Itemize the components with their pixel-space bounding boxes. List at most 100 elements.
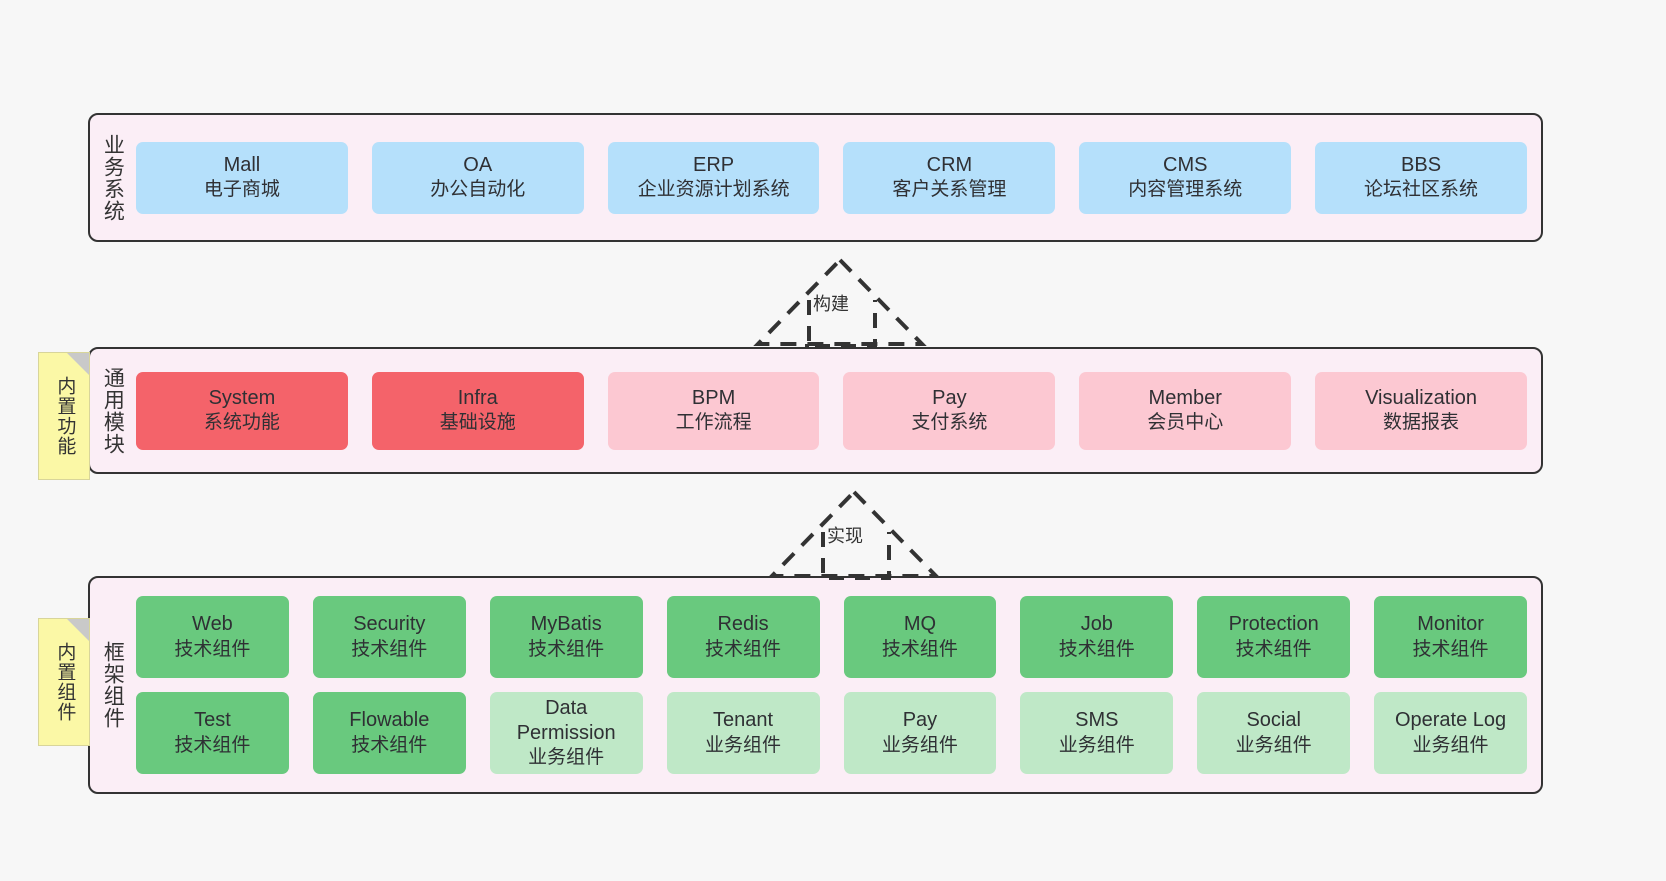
card-title: CMS bbox=[1163, 153, 1208, 176]
card-title: Visualization bbox=[1365, 386, 1478, 409]
card-title: Data Permission bbox=[516, 696, 616, 745]
card-subtitle: 企业资源计划系统 bbox=[637, 179, 790, 201]
card-subtitle: 基础设施 bbox=[439, 412, 516, 434]
card-infra[interactable]: Infra 基础设施 bbox=[371, 371, 584, 450]
card-title: OA bbox=[463, 153, 493, 176]
card-subtitle: 技术组件 bbox=[1058, 638, 1135, 660]
card-subtitle: 电子商城 bbox=[203, 179, 280, 201]
card-subtitle: 技术组件 bbox=[1412, 638, 1489, 660]
card-title: Job bbox=[1080, 613, 1113, 636]
card-visualization[interactable]: Visualization 数据报表 bbox=[1315, 371, 1527, 450]
card-crm[interactable]: CRM 客户关系管理 bbox=[843, 141, 1056, 214]
card-sms[interactable]: SMS 业务组件 bbox=[1020, 692, 1174, 774]
card-title: Protection bbox=[1228, 613, 1319, 636]
card-subtitle: 客户关系管理 bbox=[892, 179, 1007, 201]
card-security[interactable]: Security 技术组件 bbox=[312, 596, 466, 678]
card-title: ERP bbox=[693, 153, 735, 176]
card-mq[interactable]: MQ 技术组件 bbox=[843, 596, 997, 678]
card-cms[interactable]: CMS 内容管理系统 bbox=[1079, 141, 1292, 214]
card-bpm[interactable]: BPM 工作流程 bbox=[607, 371, 820, 450]
card-subtitle: 技术组件 bbox=[174, 734, 251, 756]
card-title: Security bbox=[353, 613, 426, 636]
card-web[interactable]: Web 技术组件 bbox=[136, 596, 289, 678]
layer-title-common-modules: 通用模块 bbox=[101, 366, 125, 455]
card-title: Operate Log bbox=[1394, 709, 1507, 732]
card-mall[interactable]: Mall 电子商城 bbox=[136, 141, 348, 214]
card-subtitle: 业务组件 bbox=[528, 747, 605, 769]
card-title: MyBatis bbox=[530, 613, 602, 636]
card-subtitle: 业务组件 bbox=[881, 734, 958, 756]
card-subtitle: 内容管理系统 bbox=[1128, 179, 1243, 201]
card-title: Test bbox=[194, 709, 231, 732]
card-subtitle: 业务组件 bbox=[705, 734, 782, 756]
card-subtitle: 技术组件 bbox=[351, 734, 428, 756]
card-erp[interactable]: ERP 企业资源计划系统 bbox=[607, 141, 820, 214]
card-pay-business[interactable]: Pay 业务组件 bbox=[843, 692, 997, 774]
card-bbs[interactable]: BBS 论坛社区系统 bbox=[1315, 141, 1527, 214]
build-arrow-label: 构建 bbox=[813, 294, 849, 314]
layer-body-business-systems: Mall 电子商城 OA 办公自动化 ERP 企业资源计划系统 CRM 客户关系… bbox=[134, 115, 1541, 240]
card-title: Web bbox=[192, 613, 233, 636]
note-builtin-functions: 内置功能 bbox=[38, 352, 90, 480]
card-member[interactable]: Member 会员中心 bbox=[1079, 371, 1292, 450]
card-row: Web 技术组件 Security 技术组件 MyBatis 技术组件 Redi… bbox=[136, 596, 1527, 678]
card-row: System 系统功能 Infra 基础设施 BPM 工作流程 Pay 支付系统… bbox=[136, 371, 1527, 450]
card-title: CRM bbox=[926, 153, 973, 176]
card-protection[interactable]: Protection 技术组件 bbox=[1197, 596, 1351, 678]
card-subtitle: 技术组件 bbox=[174, 638, 251, 660]
card-redis[interactable]: Redis 技术组件 bbox=[666, 596, 820, 678]
card-system[interactable]: System 系统功能 bbox=[136, 371, 348, 450]
layer-common-modules: 通用模块 System 系统功能 Infra 基础设施 BPM 工作流程 Pay… bbox=[88, 347, 1543, 474]
card-title: System bbox=[208, 386, 276, 409]
card-title: Redis bbox=[717, 613, 769, 636]
card-job[interactable]: Job 技术组件 bbox=[1020, 596, 1174, 678]
card-monitor[interactable]: Monitor 技术组件 bbox=[1374, 596, 1527, 678]
card-social[interactable]: Social 业务组件 bbox=[1197, 692, 1351, 774]
card-data-permission[interactable]: Data Permission 业务组件 bbox=[489, 692, 643, 774]
card-subtitle: 技术组件 bbox=[351, 638, 428, 660]
card-subtitle: 业务组件 bbox=[1412, 734, 1489, 756]
card-title: Social bbox=[1246, 709, 1301, 732]
implement-arrow-label: 实现 bbox=[827, 526, 863, 546]
card-subtitle: 技术组件 bbox=[705, 638, 782, 660]
layer-title-framework-components: 框架组件 bbox=[101, 641, 125, 729]
card-title: BPM bbox=[691, 386, 736, 409]
card-subtitle: 支付系统 bbox=[911, 412, 988, 434]
card-subtitle: 技术组件 bbox=[528, 638, 605, 660]
layer-framework-components: 框架组件 Web 技术组件 Security 技术组件 MyBatis 技术组件… bbox=[88, 576, 1543, 794]
card-subtitle: 技术组件 bbox=[1235, 638, 1312, 660]
layer-business-systems: 业务系统 Mall 电子商城 OA 办公自动化 ERP 企业资源计划系统 CRM… bbox=[88, 113, 1543, 242]
card-subtitle: 会员中心 bbox=[1147, 412, 1224, 434]
layer-body-common-modules: System 系统功能 Infra 基础设施 BPM 工作流程 Pay 支付系统… bbox=[134, 349, 1541, 472]
card-tenant[interactable]: Tenant 业务组件 bbox=[666, 692, 820, 774]
implement-arrow-icon bbox=[767, 489, 941, 578]
card-subtitle: 业务组件 bbox=[1235, 734, 1312, 756]
card-title: Flowable bbox=[349, 709, 430, 732]
build-arrow-stem-icon bbox=[807, 300, 877, 348]
card-title: Pay bbox=[932, 386, 967, 409]
card-subtitle: 论坛社区系统 bbox=[1364, 179, 1479, 201]
card-subtitle: 技术组件 bbox=[881, 638, 958, 660]
card-test[interactable]: Test 技术组件 bbox=[136, 692, 289, 774]
card-title: Infra bbox=[457, 386, 498, 409]
card-subtitle: 业务组件 bbox=[1058, 734, 1135, 756]
note-builtin-components: 内置组件 bbox=[38, 618, 90, 746]
card-row: Test 技术组件 Flowable 技术组件 Data Permission … bbox=[136, 692, 1527, 774]
card-oa[interactable]: OA 办公自动化 bbox=[371, 141, 584, 214]
card-operate-log[interactable]: Operate Log 业务组件 bbox=[1374, 692, 1527, 774]
card-subtitle: 工作流程 bbox=[675, 412, 752, 434]
card-title: MQ bbox=[903, 613, 937, 636]
card-flowable[interactable]: Flowable 技术组件 bbox=[312, 692, 466, 774]
layer-body-framework-components: Web 技术组件 Security 技术组件 MyBatis 技术组件 Redi… bbox=[134, 578, 1541, 792]
card-title: Monitor bbox=[1417, 613, 1484, 636]
card-subtitle: 系统功能 bbox=[203, 412, 280, 434]
card-pay[interactable]: Pay 支付系统 bbox=[843, 371, 1056, 450]
card-title: Tenant bbox=[713, 709, 774, 732]
card-title: Pay bbox=[902, 709, 938, 732]
card-row: Mall 电子商城 OA 办公自动化 ERP 企业资源计划系统 CRM 客户关系… bbox=[136, 141, 1527, 214]
card-title: SMS bbox=[1075, 709, 1119, 732]
implement-arrow-stem-icon bbox=[821, 532, 891, 580]
card-mybatis[interactable]: MyBatis 技术组件 bbox=[489, 596, 643, 678]
card-title: Member bbox=[1148, 386, 1222, 409]
